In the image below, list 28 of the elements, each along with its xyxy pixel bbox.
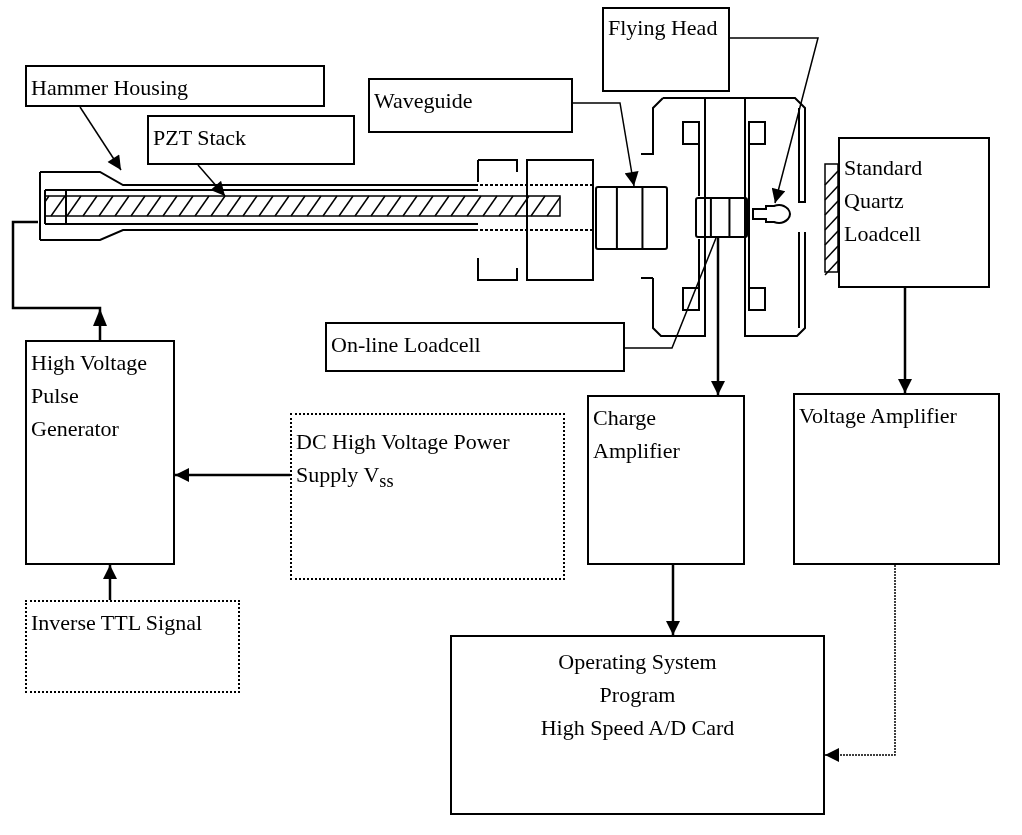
box-text: On-line Loadcell (331, 331, 481, 359)
box-text: Waveguide (374, 87, 473, 115)
label-box (25, 340, 175, 565)
label-box (838, 137, 990, 288)
box-text: PZT Stack (153, 124, 247, 152)
label-box (587, 395, 745, 565)
box-text: High Voltage Pulse Generator (31, 349, 148, 443)
label-box (450, 635, 825, 815)
box-text: DC High Voltage Power Supply V$_{ss}$ (296, 428, 511, 494)
label-box (602, 7, 730, 92)
label-box (368, 78, 573, 133)
pzt-stack (45, 196, 560, 216)
box-text: Inverse TTL Signal (31, 609, 203, 637)
label-box (290, 413, 565, 580)
label-box (25, 65, 325, 107)
label-box (793, 393, 1000, 565)
box-text: Hammer Housing (31, 74, 189, 102)
label-box (147, 115, 355, 165)
box-text: Standard Quartz Loadcell (844, 154, 924, 248)
box-text: Program (599, 681, 676, 709)
hammer-housing (38, 170, 478, 242)
label-box (25, 600, 240, 693)
box-text: Flying Head (608, 14, 718, 42)
box-text: Voltage Amplifier (799, 402, 957, 430)
label-box (325, 322, 625, 372)
box-text: Operating System (558, 648, 717, 676)
box-text: High Speed A/D Card (540, 714, 735, 742)
box-text: Charge Amplifier (593, 404, 681, 465)
